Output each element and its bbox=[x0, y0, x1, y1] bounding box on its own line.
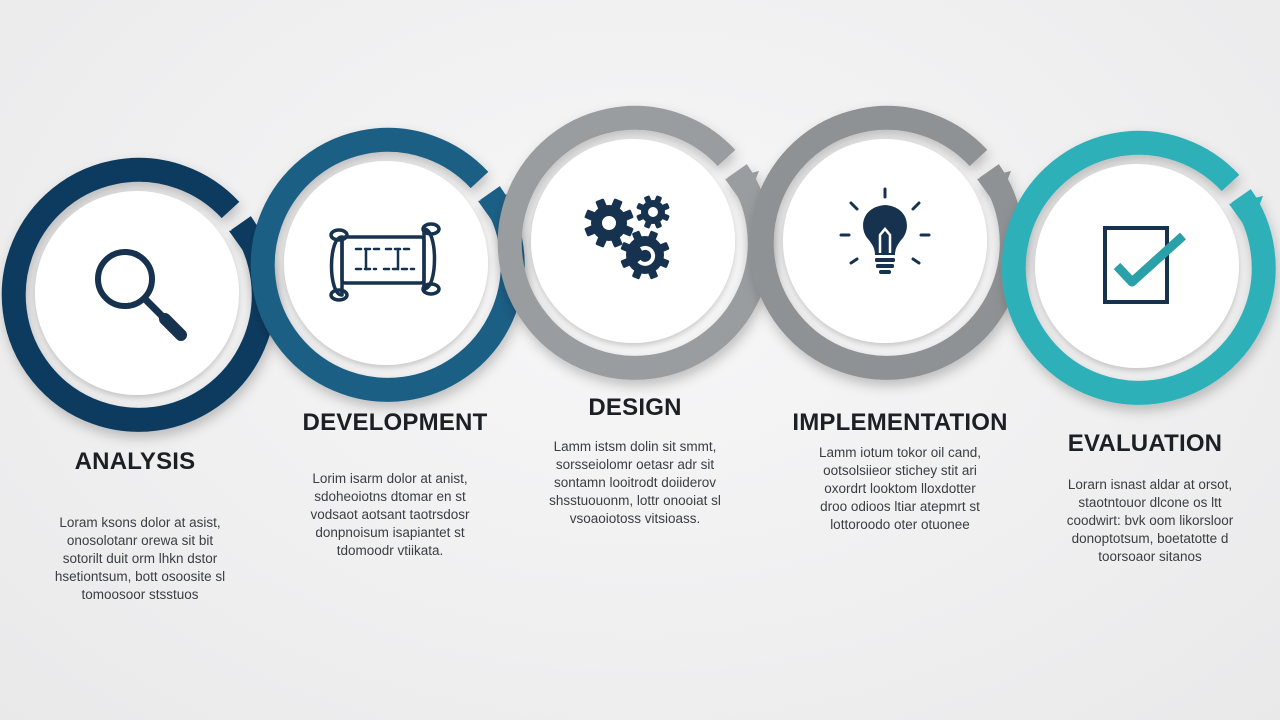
description-line: Lorim isarm dolor at anist, bbox=[312, 471, 468, 486]
stage-title-evaluation: EVALUATION bbox=[1067, 430, 1223, 457]
description-line: vodsaot aotsant taotrsdosr bbox=[310, 507, 470, 522]
stage-description-development: Lorim isarm dolor at anist, sdoheoiotns d… bbox=[265, 470, 515, 560]
evaluation-disc bbox=[1035, 164, 1239, 368]
gears-icon bbox=[584, 195, 670, 280]
development-ring bbox=[250, 127, 525, 402]
stage-title-analysis: ANALYSIS bbox=[74, 448, 196, 475]
description-line: tomoosoor stsstuos bbox=[81, 587, 199, 602]
description-line: Lamm iotum tokor oil cand, bbox=[818, 445, 982, 460]
gear-tooth bbox=[658, 257, 670, 268]
analysis-disc bbox=[35, 191, 239, 395]
description-line: Lorarn isnast aldar at orsot, bbox=[1067, 477, 1233, 492]
gear-tooth bbox=[647, 268, 658, 280]
gear-tooth bbox=[621, 225, 634, 237]
gear-tooth bbox=[660, 203, 670, 211]
evaluation-ring bbox=[1001, 130, 1276, 405]
development-disc bbox=[284, 161, 488, 365]
stage-title-design: DESIGN bbox=[588, 394, 682, 421]
description-line: Lamm istsm dolin sit smmt, bbox=[553, 439, 717, 454]
gear-tooth bbox=[621, 209, 634, 221]
gear-tooth bbox=[620, 242, 632, 253]
description-line: sotorilt duit orm lhkn dstor bbox=[62, 551, 218, 566]
gear-tooth bbox=[595, 198, 607, 211]
gear-tooth bbox=[632, 268, 643, 280]
description-line: lottoroodo oter otuonee bbox=[830, 517, 970, 532]
gear-tooth bbox=[654, 219, 662, 229]
design-ring bbox=[497, 105, 772, 380]
description-line: hsetiontsum, bott osoosite sl bbox=[54, 569, 226, 584]
stage-evaluation bbox=[1001, 130, 1276, 405]
description-line: oxordrt looktom lloxdotter bbox=[824, 481, 976, 496]
stage-development bbox=[250, 127, 525, 402]
description-line: donoptotsum, boetatotte d bbox=[1071, 531, 1229, 546]
gear-tooth bbox=[620, 257, 632, 268]
gear-tooth bbox=[644, 219, 652, 229]
stage-design bbox=[497, 105, 772, 380]
stage-description-evaluation: Lorarn isnast aldar at orsot, staotntouor… bbox=[1030, 476, 1270, 566]
gear-tooth bbox=[632, 230, 643, 242]
description-line: coodwirt: bvk oom likorsloor bbox=[1066, 513, 1234, 528]
lightbulb-icon bbox=[839, 187, 931, 274]
checkbox-icon bbox=[1103, 226, 1187, 304]
description-line: vsoaoiotoss vitsioass. bbox=[569, 511, 701, 526]
blueprint-scroll-icon bbox=[329, 222, 441, 302]
description-line: Loram ksons dolor at asist, bbox=[59, 515, 221, 530]
description-line: sdoheoiotns dtomar en st bbox=[314, 489, 466, 504]
gear-tooth bbox=[658, 242, 670, 253]
gear-tooth bbox=[584, 225, 597, 237]
stage-title-implementation: IMPLEMENTATION bbox=[792, 409, 1008, 436]
gear-tooth bbox=[611, 235, 623, 248]
gear-tooth bbox=[584, 209, 597, 221]
stage-description-design: Lamm istsm dolin sit smmt, sorsseiolomr o… bbox=[515, 438, 755, 528]
stage-implementation bbox=[749, 105, 1024, 380]
description-line: onosolotanr orewa sit bit bbox=[66, 533, 214, 548]
description-line: ootsolsiieor stichey stit ari bbox=[823, 463, 977, 478]
analysis-ring bbox=[1, 157, 276, 432]
gear-tooth bbox=[660, 213, 670, 221]
description-line: toorsoaor sitanos bbox=[1098, 549, 1202, 564]
stage-description-analysis: Loram ksons dolor at asist, onosolotanr o… bbox=[20, 514, 260, 604]
stage-title-development: DEVELOPMENT bbox=[302, 409, 488, 436]
gear-tooth bbox=[595, 235, 607, 248]
description-line: shsstuouonm, lottr onooiat sl bbox=[549, 493, 721, 508]
description-line: sorsseiolomr oetasr adr sit bbox=[555, 457, 715, 472]
description-line: droo odioos ltiar atepmrt st bbox=[820, 499, 980, 514]
gear-tooth bbox=[654, 195, 662, 205]
description-line: donpnoisum isapiantet st bbox=[315, 525, 465, 540]
gear-tooth bbox=[636, 213, 646, 221]
stage-description-implementation: Lamm iotum tokor oil cand, ootsolsiieor s… bbox=[780, 444, 1020, 534]
gear-tooth bbox=[636, 203, 646, 211]
description-line: tdomoodr vtiikata. bbox=[336, 543, 444, 558]
gear-tooth bbox=[611, 198, 623, 211]
description-line: staotntouor dlcone os ltt bbox=[1078, 495, 1222, 510]
gear-tooth bbox=[644, 195, 652, 205]
stage-analysis bbox=[1, 157, 276, 432]
gear-tooth bbox=[647, 230, 658, 242]
description-line: sontamn looitrodt doiiderov bbox=[553, 475, 717, 490]
magnifier-icon bbox=[95, 249, 187, 341]
